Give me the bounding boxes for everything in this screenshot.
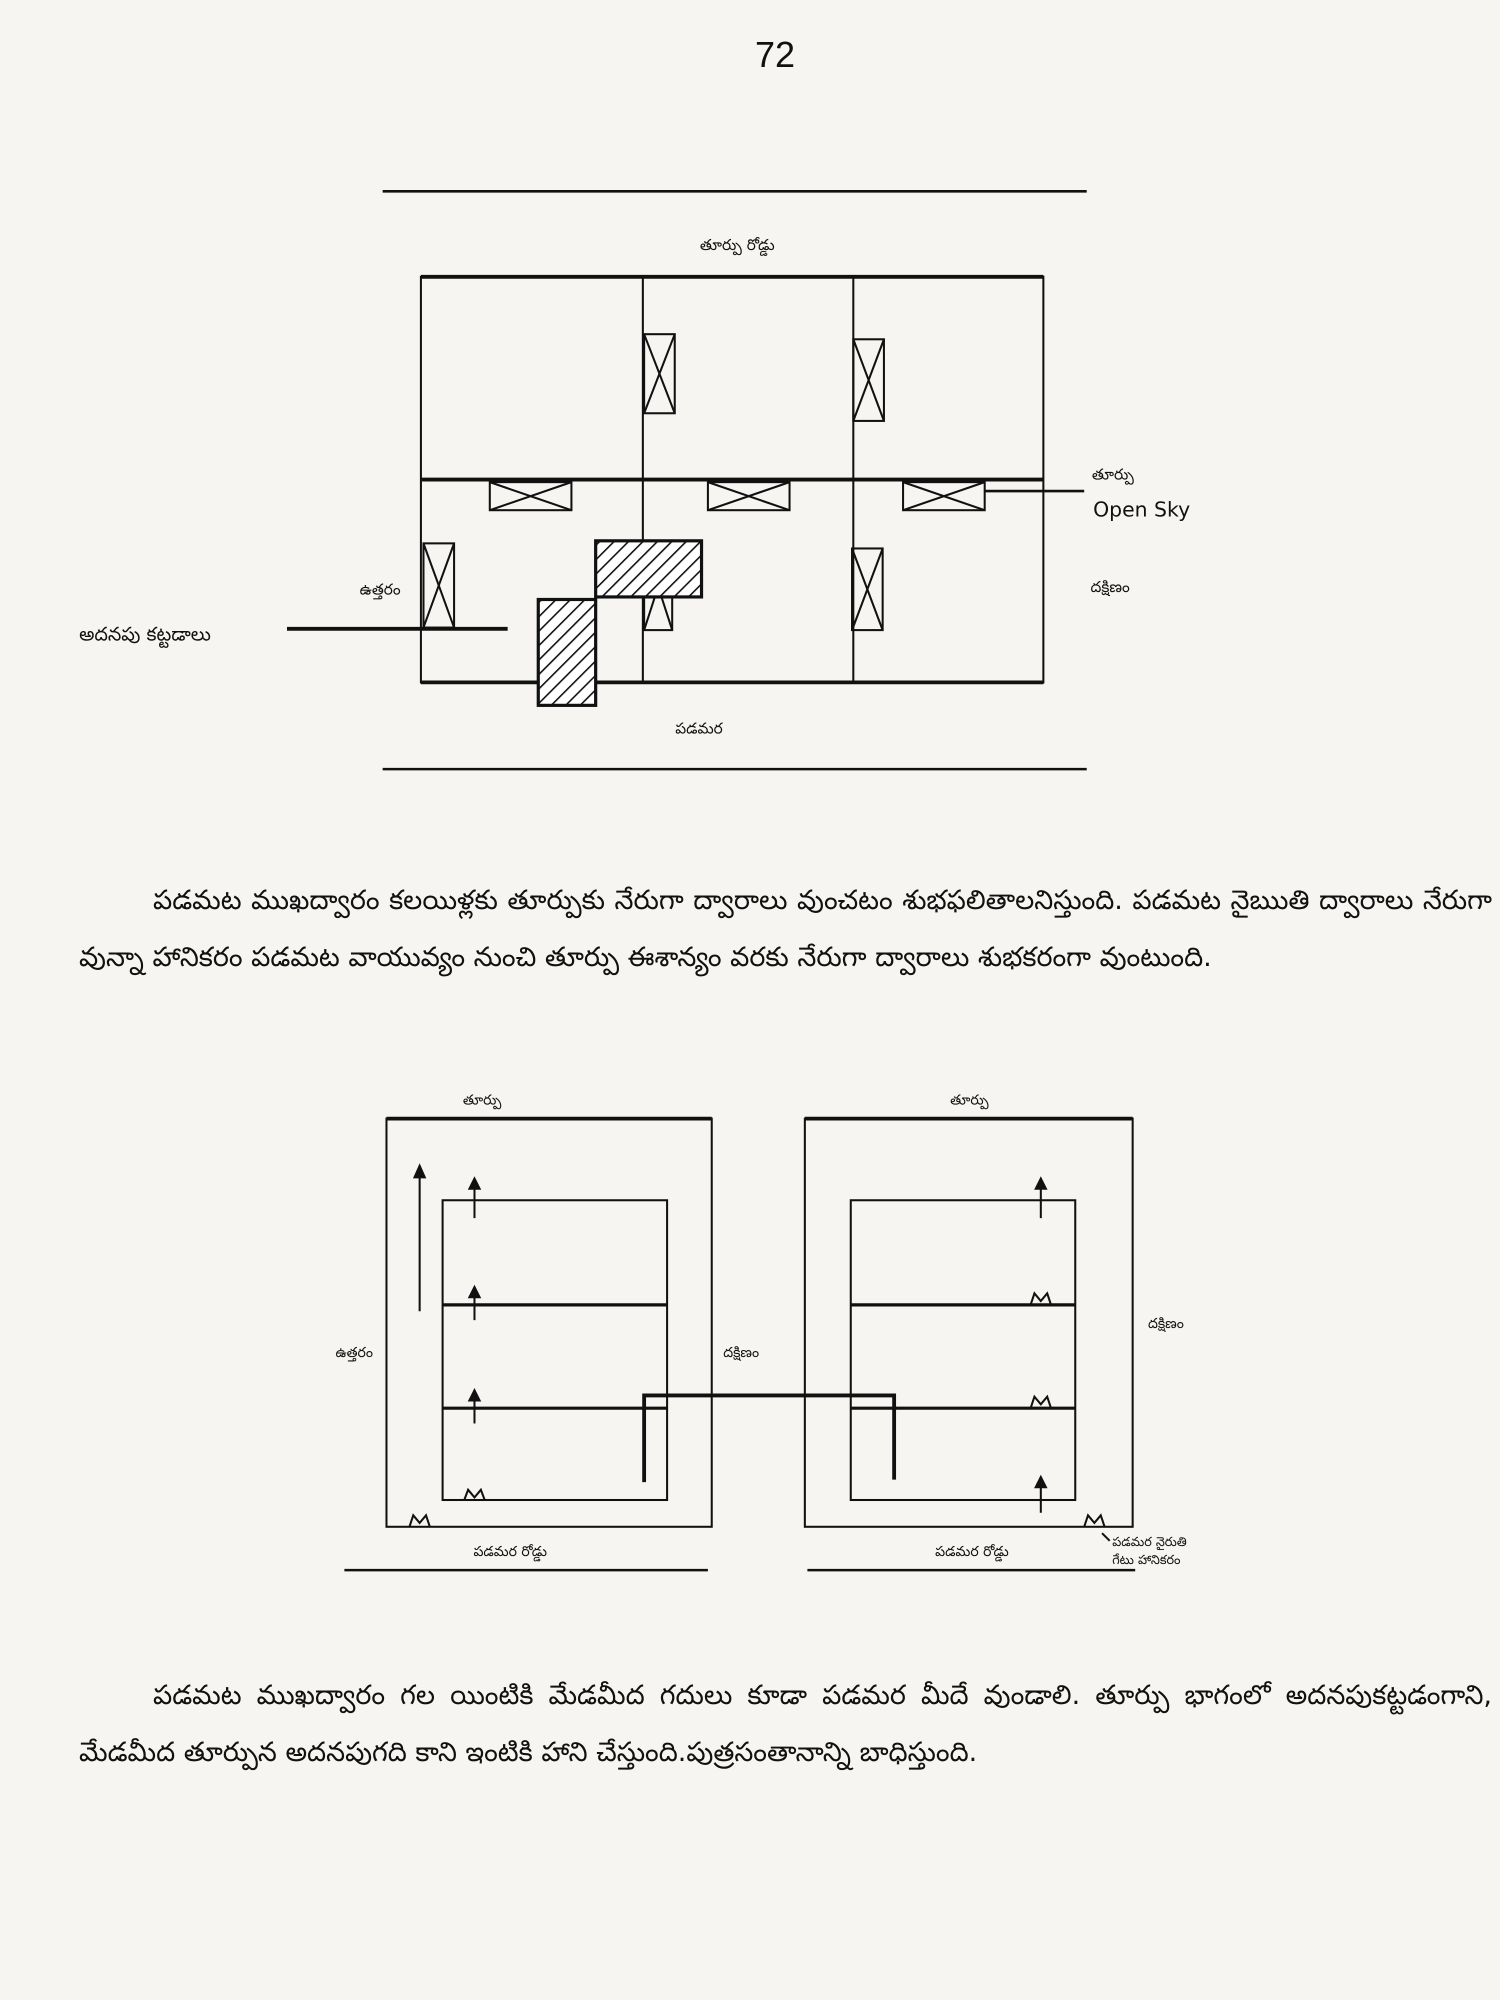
west-road-label: పడమర రోడ్డు — [473, 1544, 547, 1562]
paragraph: పడమట ముఖద్వారం కలయిళ్లకు తూర్పుకు నేరుగా… — [79, 885, 1492, 973]
east-label: తూర్పు — [1092, 466, 1135, 486]
house-outline — [849, 1199, 1077, 1502]
door-arrow-icon — [1034, 1176, 1048, 1219]
window-icon — [422, 542, 456, 629]
southwest-gate-note: గేటు హానికరం — [1112, 1553, 1181, 1568]
south-label: దక్షిణం — [723, 1345, 759, 1361]
west-road-label: పడమర రోడ్డు — [935, 1544, 1009, 1562]
south-label: దక్షిణం — [1091, 578, 1130, 597]
plot-outline — [385, 1117, 713, 1528]
window-icon — [488, 481, 573, 512]
extra-construction-label: అదనపు కట్టడాలు — [79, 622, 211, 648]
door-arrow-icon — [467, 1388, 482, 1424]
open-sky-label: Open Sky — [1093, 498, 1190, 522]
door-icon — [463, 1487, 486, 1501]
east-label: తూర్పు — [950, 1093, 989, 1110]
bottom-plan-right — [803, 1116, 1134, 1542]
door-icon — [1083, 1513, 1106, 1528]
door-icon — [1029, 1394, 1052, 1409]
southwest-gate-note: పడమర నైరుతి — [1112, 1535, 1187, 1551]
door-arrow-icon — [467, 1284, 482, 1321]
window-icon — [706, 481, 791, 512]
top-plan-diagram — [286, 190, 1087, 771]
window-icon — [851, 547, 884, 632]
door-arrow-icon — [1034, 1474, 1048, 1513]
east-label: తూర్పు — [463, 1093, 502, 1110]
window-icon — [643, 333, 676, 415]
paragraph: పడమట ముఖద్వారం గల యింటికి మేడమీద గదులు క… — [79, 1680, 1492, 1768]
window-icon — [852, 338, 885, 422]
south-label: దక్షిణం — [1148, 1316, 1184, 1332]
connection-line — [642, 1393, 897, 1483]
page-number: 72 — [754, 34, 796, 75]
note-pointer — [1101, 1532, 1111, 1542]
extra-construction-hatched — [536, 597, 598, 707]
door-arrow-icon — [467, 1176, 482, 1219]
door-icon — [1029, 1291, 1052, 1306]
north-label: ఉత్తరం — [335, 1345, 373, 1362]
window-icon — [902, 481, 986, 512]
extra-construction-hatched — [594, 539, 704, 599]
east-road-label: తూర్పు రోడ్డు — [700, 236, 775, 256]
plot-outline — [803, 1117, 1134, 1528]
north-label: ఉత్తరం — [360, 580, 401, 599]
bottom-plan-left — [385, 1116, 713, 1528]
door-icon — [408, 1513, 431, 1528]
west-label: పడమర — [675, 719, 723, 737]
house-outline — [441, 1199, 669, 1502]
